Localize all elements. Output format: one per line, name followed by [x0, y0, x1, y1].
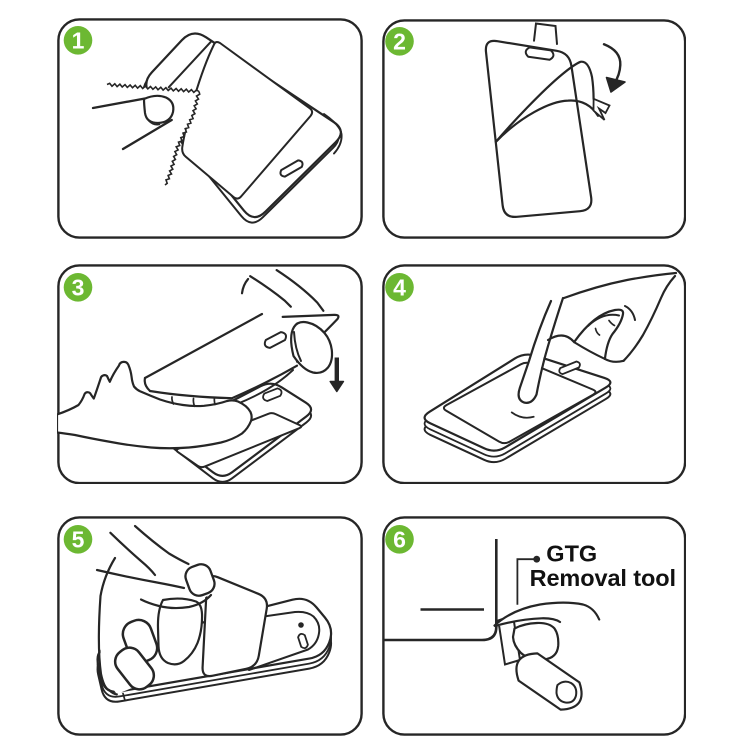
svg-text:2: 2	[393, 29, 406, 55]
svg-text:1: 1	[72, 28, 85, 54]
svg-text:GTG: GTG	[546, 541, 597, 567]
svg-text:4: 4	[393, 274, 406, 300]
svg-text:3: 3	[72, 274, 85, 300]
svg-text:6: 6	[393, 527, 406, 553]
svg-text:5: 5	[72, 527, 85, 553]
svg-text:Removal tool: Removal tool	[529, 565, 675, 591]
